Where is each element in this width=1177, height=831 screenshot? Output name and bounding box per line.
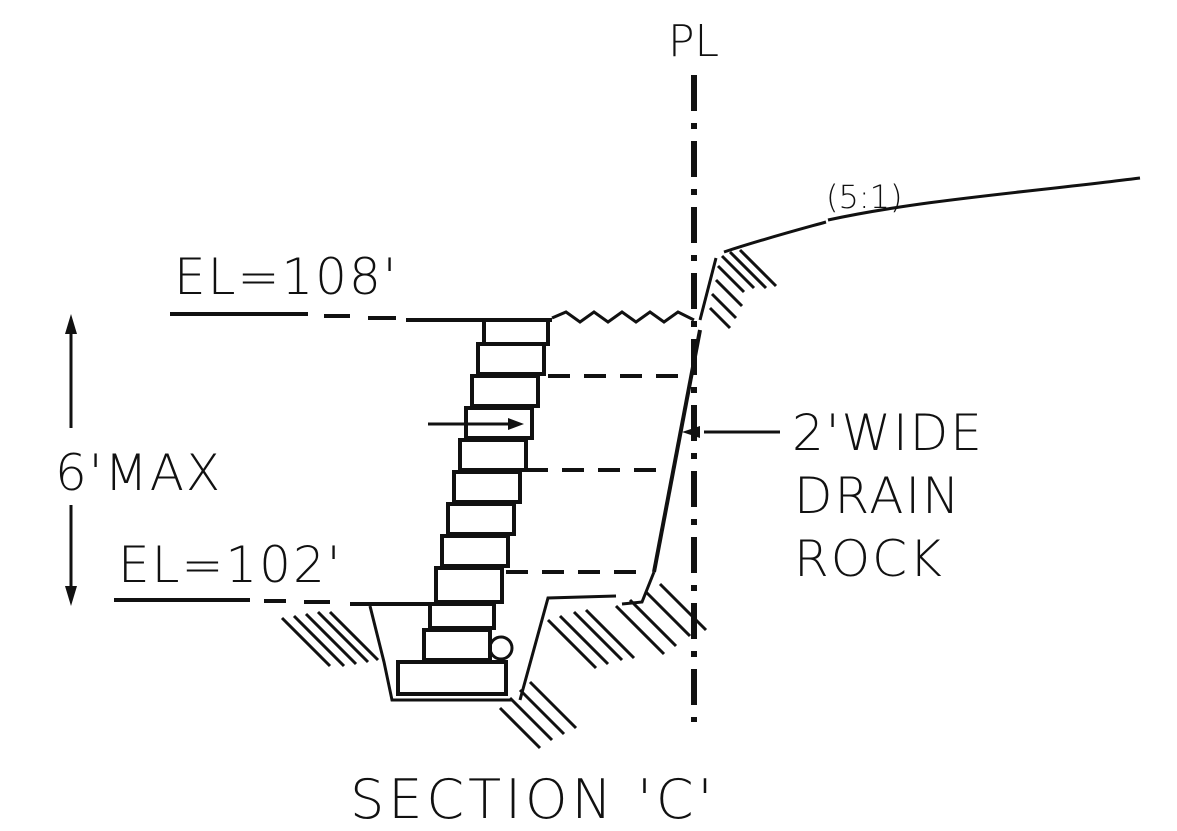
section-title: SECTION 'C' bbox=[350, 768, 716, 831]
drain-pipe bbox=[488, 635, 514, 661]
flow-arrow bbox=[428, 418, 524, 430]
height-note: 6'MAX bbox=[55, 444, 222, 502]
finish-grade-zigzag bbox=[551, 310, 695, 324]
earth-hatch-upper bbox=[708, 248, 778, 330]
earth-hatch-right bbox=[546, 582, 708, 670]
slope-line bbox=[698, 176, 1141, 321]
drain-note-line-2: DRAIN bbox=[794, 467, 962, 525]
drain-note-line-1: 2'WIDE bbox=[792, 404, 984, 462]
earth-hatch-bottom bbox=[498, 680, 578, 750]
drain-note-line-3: ROCK bbox=[794, 530, 944, 588]
top-elevation-label: EL=108' bbox=[174, 248, 399, 306]
bottom-elevation-label: EL=102' bbox=[118, 536, 343, 594]
drain-note-leader bbox=[682, 426, 780, 438]
wall-blocks bbox=[396, 318, 550, 696]
slope-ratio-label: (5:1) bbox=[826, 178, 902, 216]
property-line-label: PL bbox=[668, 16, 719, 67]
drain-rock-zone bbox=[506, 329, 702, 574]
excavation-outline bbox=[368, 571, 656, 702]
earth-hatch-left bbox=[280, 610, 380, 668]
height-dimension bbox=[65, 314, 77, 606]
